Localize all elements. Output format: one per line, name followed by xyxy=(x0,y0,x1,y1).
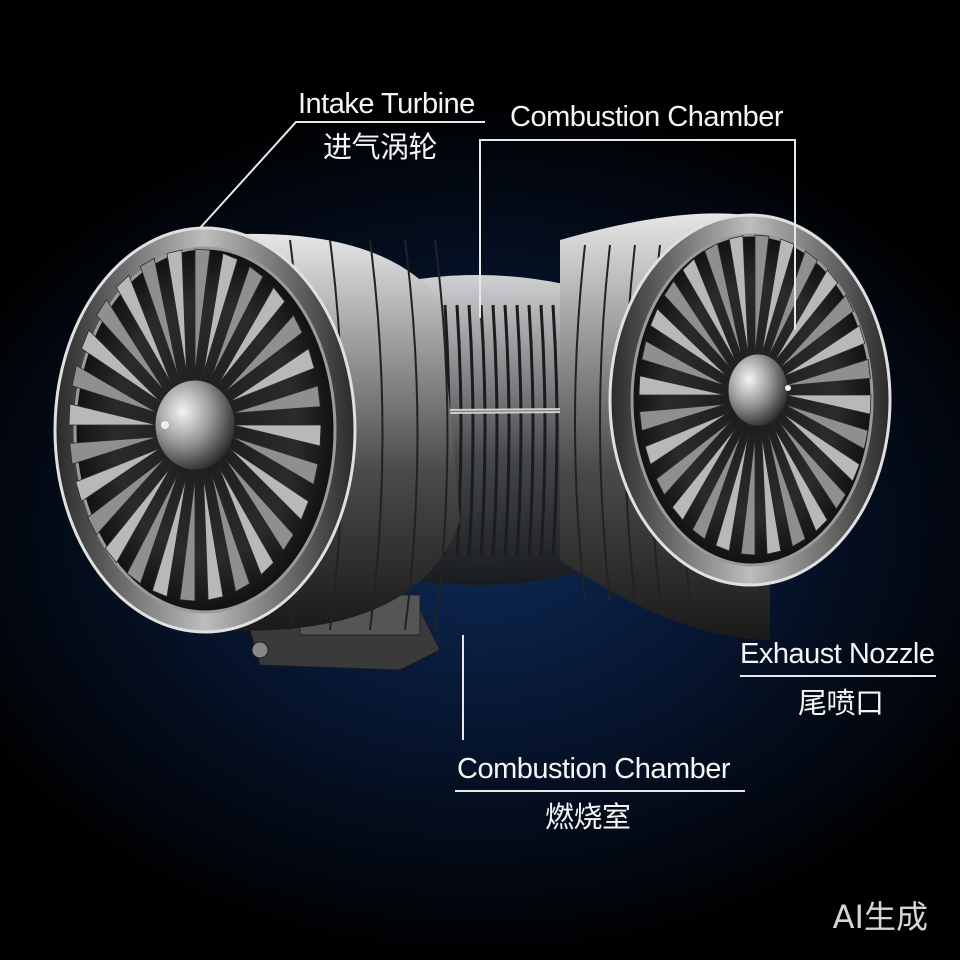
core-rib xyxy=(539,304,547,556)
fan-blade xyxy=(649,308,729,378)
core-rib xyxy=(551,304,559,556)
fan-blade xyxy=(778,420,847,510)
fan-blade xyxy=(663,280,732,370)
intake-fan-blades xyxy=(68,248,322,602)
fan-blade xyxy=(644,412,729,466)
core-rib xyxy=(467,304,475,556)
leader-intake xyxy=(199,121,485,229)
fan-blade xyxy=(139,257,179,378)
fan-blade xyxy=(224,457,295,552)
fan-blade xyxy=(211,265,264,378)
exhaust-nacelle xyxy=(560,213,892,641)
fan-blade xyxy=(218,286,286,384)
core-rib xyxy=(515,304,523,556)
nacelle-band xyxy=(434,239,449,631)
fan-blade xyxy=(655,420,732,496)
fan-blade xyxy=(682,258,737,363)
fan-blade xyxy=(228,447,310,521)
accessory-gearbox xyxy=(249,594,441,671)
nacelle-band xyxy=(369,239,384,631)
combustion-chamber-bottom-label-en: Combustion Chamber xyxy=(457,753,731,785)
fan-blade xyxy=(740,436,756,556)
core-rib xyxy=(479,304,487,556)
fan-blade xyxy=(211,472,251,593)
fan-blade xyxy=(767,250,818,358)
core-rib xyxy=(491,304,499,556)
exhaust-fan-blades xyxy=(638,234,872,556)
fan-blade xyxy=(754,234,770,354)
fan-blade xyxy=(126,472,179,585)
fan-blade xyxy=(692,432,743,540)
intake-turbine-label-en: Intake Turbine xyxy=(298,88,475,120)
fan-blade xyxy=(218,466,275,576)
fan-blade xyxy=(80,329,162,403)
fan-blade xyxy=(194,248,211,372)
fan-blade xyxy=(715,435,749,552)
fan-blade xyxy=(71,364,159,414)
fan-blade xyxy=(203,476,224,601)
core-rib xyxy=(527,304,535,556)
fan-blade xyxy=(75,447,161,503)
fan-blade xyxy=(224,314,303,393)
fan-blade xyxy=(231,436,319,486)
fan-blade xyxy=(166,249,187,374)
fan-blade xyxy=(781,412,861,482)
fan-blade xyxy=(773,269,839,363)
fan-blade xyxy=(773,427,828,532)
fan-blade xyxy=(69,436,159,465)
fan-blade xyxy=(671,427,737,521)
leader-combustion-top xyxy=(479,139,796,330)
fan-blade xyxy=(203,252,239,374)
exhaust-nozzle-label-cn: 尾喷口 xyxy=(798,686,884,720)
fan-blade xyxy=(115,274,172,384)
fan-blade xyxy=(781,324,866,378)
fan-blade xyxy=(704,242,743,358)
fan-blade xyxy=(761,238,795,355)
core-rib xyxy=(503,304,511,556)
combustion-chamber-bottom-underline xyxy=(455,790,745,792)
leader-lines xyxy=(199,121,796,740)
fan-blade xyxy=(638,375,726,396)
intake-nacelle xyxy=(53,226,460,634)
fan-blade xyxy=(232,424,322,447)
exhaust-nozzle-label-en: Exhaust Nozzle xyxy=(740,638,935,670)
fan-blade xyxy=(728,235,749,355)
fan-blade xyxy=(95,298,166,393)
intake-turbine-label-cn: 进气涡轮 xyxy=(323,130,438,164)
fan-blade xyxy=(104,466,172,564)
fan-blade xyxy=(641,340,726,387)
fan-blade xyxy=(639,403,726,432)
fan-blade xyxy=(68,403,158,426)
fan-blade xyxy=(87,457,166,536)
nacelle-band xyxy=(574,244,586,601)
fan-blade xyxy=(229,347,315,403)
fan-blade xyxy=(179,478,196,602)
fan-blade xyxy=(151,476,187,598)
fan-blade xyxy=(784,358,871,387)
nacelle-band xyxy=(599,244,611,601)
core-rib xyxy=(455,304,463,556)
combustion-chamber-bottom-label-cn: 燃烧室 xyxy=(545,800,631,834)
exhaust-nozzle-underline xyxy=(740,675,936,677)
fan-blade xyxy=(778,294,855,370)
fan-blade xyxy=(231,385,321,414)
ai-generated-watermark: AI生成 xyxy=(832,898,928,936)
fan-blade xyxy=(784,403,869,450)
fan-blade xyxy=(761,435,782,555)
combustion-chamber-top-label: Combustion Chamber xyxy=(510,101,784,133)
fan-blade xyxy=(784,394,872,415)
fan-blade xyxy=(767,432,806,548)
nacelle-band xyxy=(404,239,419,631)
